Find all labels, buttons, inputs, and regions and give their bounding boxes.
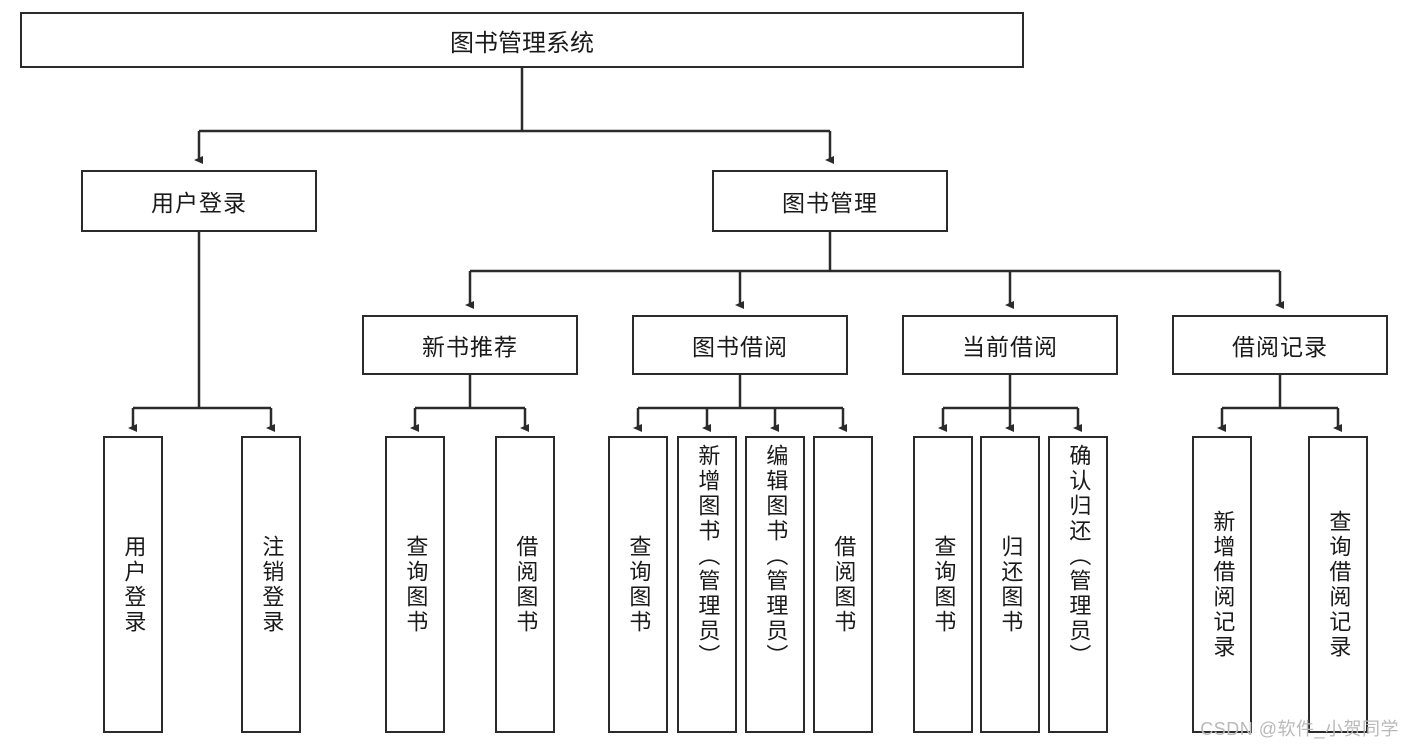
leaf-borrow-book-1[interactable]: 借阅图书 <box>495 436 555 733</box>
node-borrow-record-label: 借阅记录 <box>1232 334 1328 360</box>
node-new-book-recommend-label: 新书推荐 <box>422 334 518 360</box>
leaf-confirm-return[interactable]: 确认归还（管理员） <box>1048 436 1108 733</box>
leaf-query-book-3-label: 查询图书 <box>931 534 957 635</box>
leaf-borrow-book-2-label: 借阅图书 <box>831 534 857 635</box>
leaf-borrow-book-1-label: 借阅图书 <box>513 534 539 635</box>
node-book-manage[interactable]: 图书管理 <box>712 170 948 232</box>
leaf-query-book-2-label: 查询图书 <box>626 534 652 635</box>
node-root[interactable]: 图书管理系统 <box>20 12 1024 68</box>
leaf-add-book-label: 新增图书（管理员） <box>695 444 721 669</box>
leaf-query-record-label: 查询借阅记录 <box>1326 509 1352 660</box>
leaf-user-login[interactable]: 用户登录 <box>103 436 163 733</box>
leaf-query-book-3[interactable]: 查询图书 <box>913 436 973 733</box>
node-book-borrow[interactable]: 图书借阅 <box>632 315 848 375</box>
leaf-add-book[interactable]: 新增图书（管理员） <box>677 436 737 733</box>
node-user-login[interactable]: 用户登录 <box>81 170 317 232</box>
node-current-borrow[interactable]: 当前借阅 <box>902 315 1118 375</box>
leaf-confirm-return-label: 确认归还（管理员） <box>1066 444 1092 669</box>
leaf-user-login-label: 用户登录 <box>121 534 147 635</box>
watermark: CSDN @软件_小贺同学 <box>1200 719 1399 739</box>
leaf-logout-label: 注销登录 <box>259 534 285 635</box>
leaf-return-book-label: 归还图书 <box>998 534 1024 635</box>
leaf-query-book-2[interactable]: 查询图书 <box>608 436 668 733</box>
leaf-add-record[interactable]: 新增借阅记录 <box>1192 436 1252 733</box>
leaf-query-book-1-label: 查询图书 <box>403 534 429 635</box>
node-current-borrow-label: 当前借阅 <box>962 334 1058 360</box>
leaf-edit-book-label: 编辑图书（管理员） <box>763 444 789 669</box>
leaf-edit-book[interactable]: 编辑图书（管理员） <box>745 436 805 733</box>
leaf-borrow-book-2[interactable]: 借阅图书 <box>813 436 873 733</box>
leaf-return-book[interactable]: 归还图书 <box>980 436 1040 733</box>
node-new-book-recommend[interactable]: 新书推荐 <box>362 315 578 375</box>
leaf-query-record[interactable]: 查询借阅记录 <box>1308 436 1368 733</box>
node-book-borrow-label: 图书借阅 <box>692 334 788 360</box>
node-root-label: 图书管理系统 <box>450 29 594 57</box>
leaf-logout[interactable]: 注销登录 <box>241 436 301 733</box>
node-book-manage-label: 图书管理 <box>782 190 878 216</box>
node-borrow-record[interactable]: 借阅记录 <box>1172 315 1388 375</box>
node-user-login-label: 用户登录 <box>151 190 247 216</box>
leaf-query-book-1[interactable]: 查询图书 <box>385 436 445 733</box>
leaf-add-record-label: 新增借阅记录 <box>1210 509 1236 660</box>
